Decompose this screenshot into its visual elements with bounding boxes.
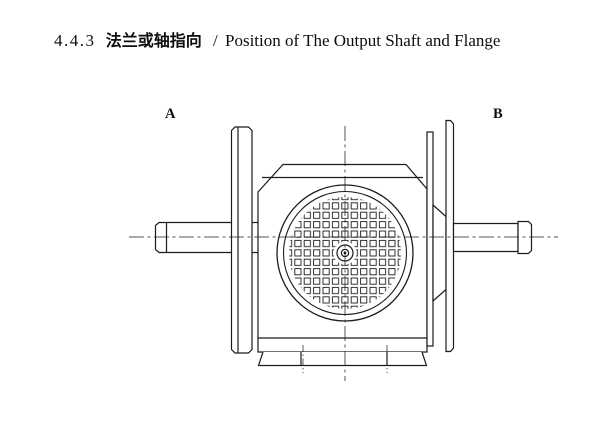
- adapter-backplate: [426, 131, 434, 347]
- label-side-a: A: [165, 106, 176, 122]
- output-shaft-side-b: [452, 220, 533, 255]
- section-title: 4.4.3 法兰或轴指向 / Position of The Output Sh…: [54, 27, 500, 51]
- mounting-base: [257, 351, 428, 367]
- flange-side-a: [230, 126, 253, 354]
- shaft-b-end-collar: [517, 220, 533, 255]
- flange-a-disc: [230, 126, 253, 354]
- section-number: 4.4.3: [54, 31, 96, 50]
- section-title-chinese: 法兰或轴指向: [105, 31, 202, 50]
- shaft-b-body: [452, 222, 519, 253]
- title-separator: /: [213, 31, 218, 50]
- shaft-a-body: [154, 221, 234, 254]
- base-bolt-centerlines: [302, 345, 388, 373]
- flange-b-disc: [445, 119, 455, 353]
- label-side-b: B: [493, 106, 503, 122]
- base-outline: [257, 351, 428, 367]
- centerlines: [129, 126, 558, 381]
- flange-side-b: [445, 119, 455, 353]
- flange-adapter-side-b: [426, 131, 447, 347]
- adapter-cone: [432, 203, 447, 303]
- output-shaft-side-a: [154, 221, 234, 254]
- section-title-english: Position of The Output Shaft and Flange: [225, 31, 501, 50]
